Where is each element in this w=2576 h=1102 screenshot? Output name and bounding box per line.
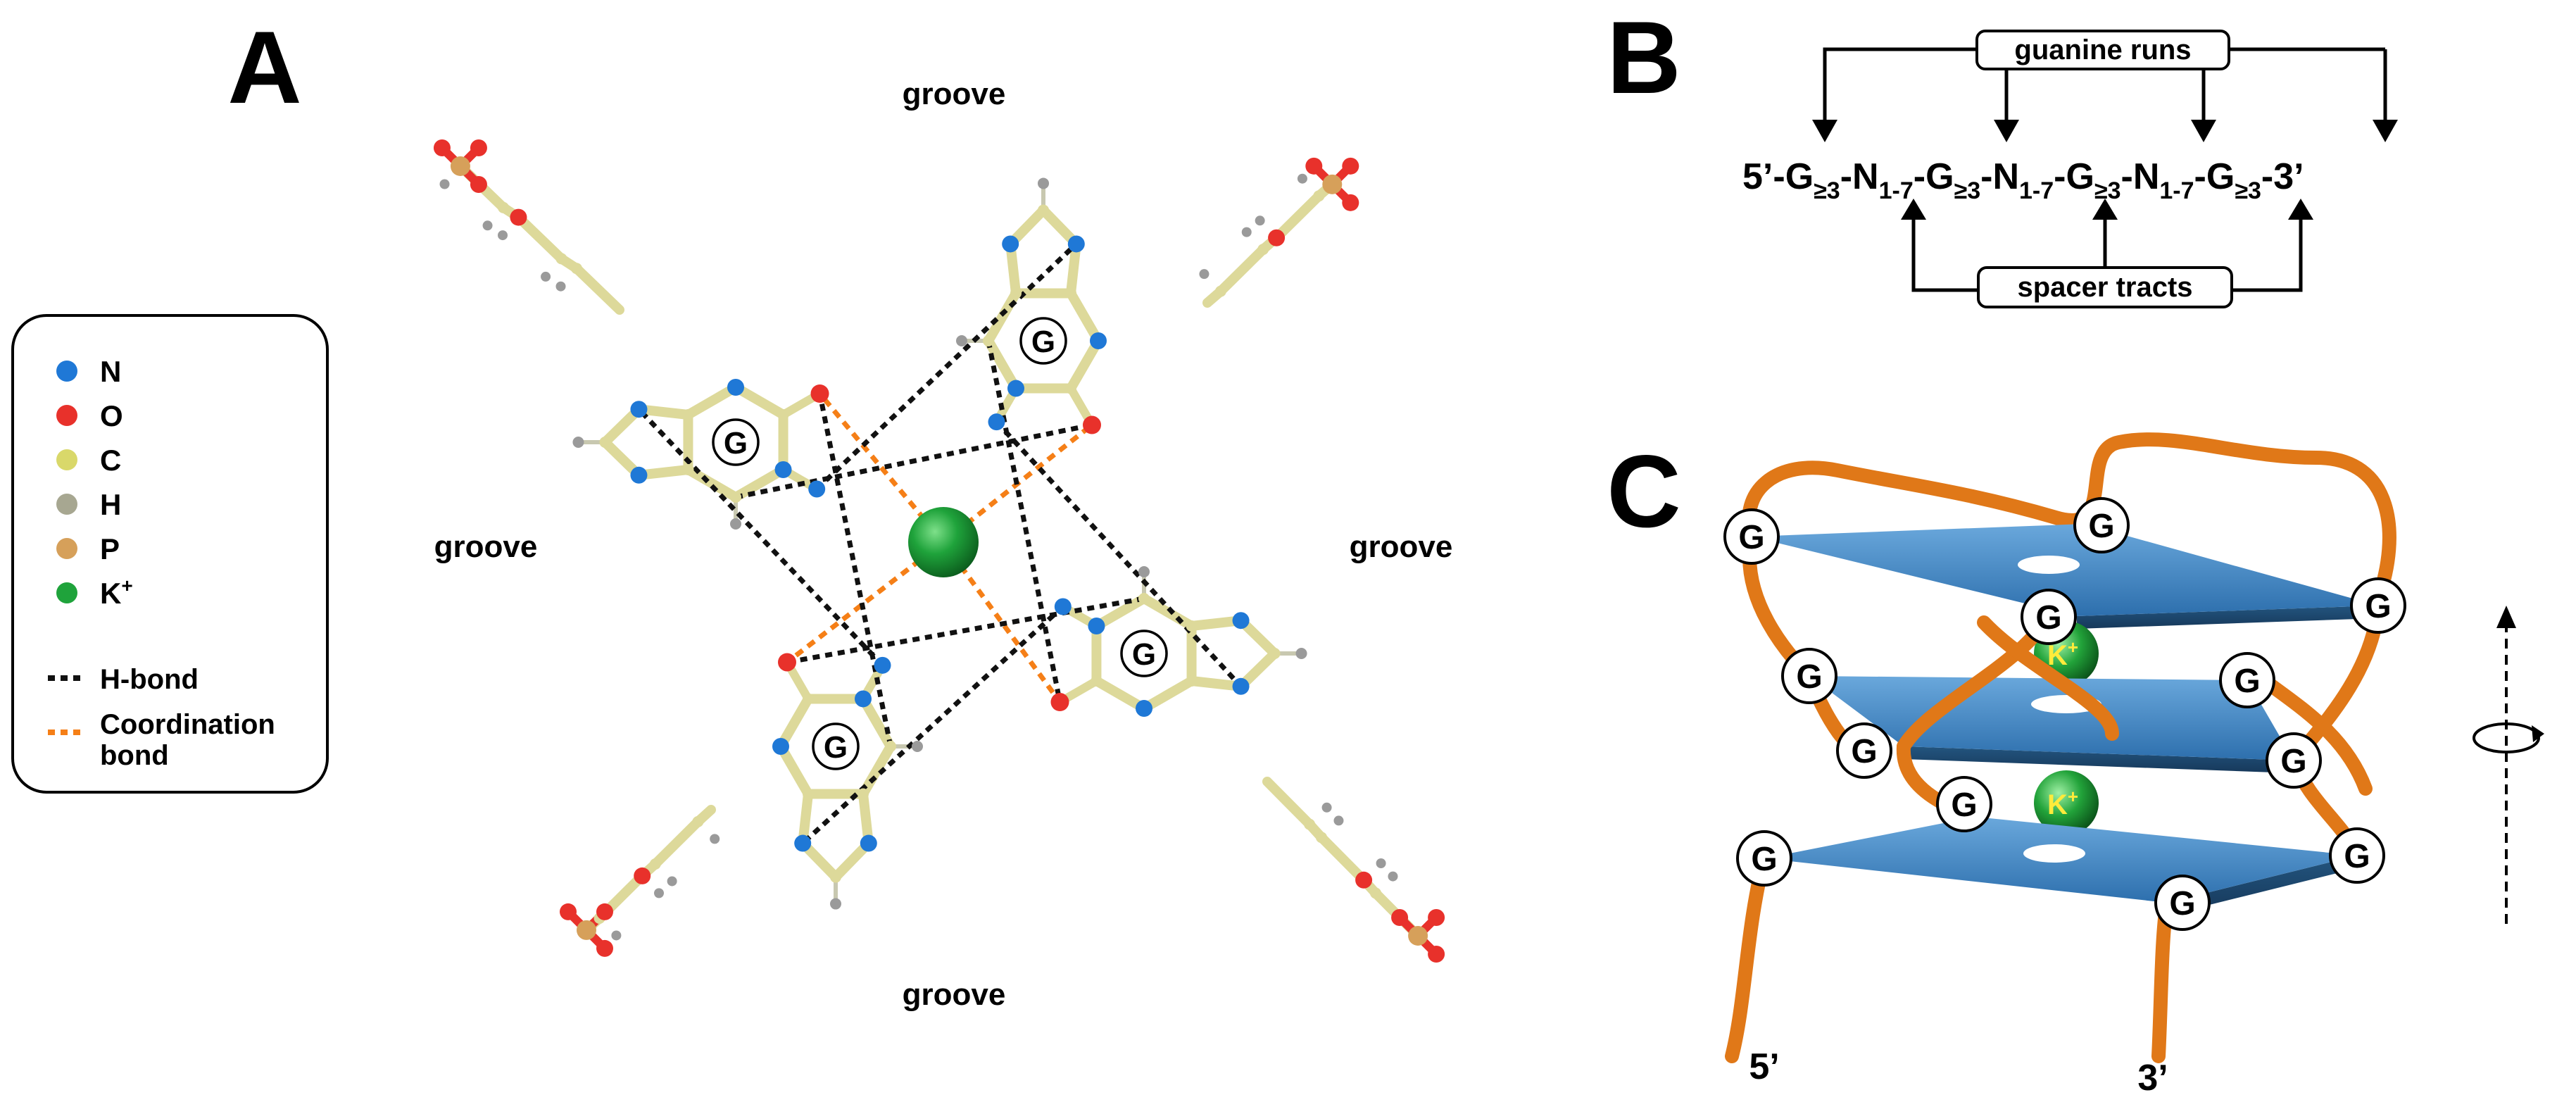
legend-swatch-c	[56, 449, 77, 470]
spacer-tracts-box	[1977, 266, 2233, 308]
svg-text:G: G	[724, 426, 748, 461]
guanine-runs-label: guanine runs	[2014, 35, 2191, 65]
rotation-axis-icon	[2473, 606, 2544, 924]
legend-coordination-label-line2: bond	[100, 740, 169, 771]
legend-hbond-label: H-bond	[100, 664, 199, 695]
legend-label-o: O	[100, 399, 123, 432]
legend-swatch-p	[56, 538, 77, 559]
svg-text:G: G	[2280, 743, 2306, 780]
svg-text:K+: K+	[2047, 786, 2078, 820]
panel-c-guanine-4: G	[2350, 577, 2406, 634]
g-tetrad-bottom	[1764, 817, 2357, 915]
groove-label-right: groove	[1350, 530, 1453, 564]
groove-label-bottom: groove	[903, 977, 1006, 1012]
g-tetrad-middle	[1809, 676, 2294, 773]
panel-c-guanine-12: G	[2154, 875, 2211, 931]
panel-c-guanine-5: G	[1781, 648, 1837, 704]
guanine-runs-callout	[1812, 47, 2398, 142]
guanine-base-1-label: G	[712, 418, 760, 466]
guanine-base-4-label: G	[1120, 630, 1168, 677]
svg-text:G: G	[2234, 663, 2260, 700]
legend-label-n: N	[100, 355, 121, 388]
guanine-base-3-label: G	[812, 722, 860, 770]
panel-c-guanine-10: G	[1736, 830, 1792, 887]
spacer-tracts-callout	[1901, 199, 2313, 292]
potassium-ion	[908, 507, 979, 577]
legend-label-p: P	[100, 532, 120, 565]
g-quadruplex-consensus-sequence: 5’-G≥3-N1-7-G≥3-N1-7-G≥3-N1-7-G≥3-3’	[1742, 156, 2304, 204]
svg-text:G: G	[1031, 325, 1055, 359]
strand-5-prime-label: 5’	[1749, 1046, 1779, 1087]
legend-label-c: C	[100, 444, 121, 477]
svg-text:G: G	[1796, 658, 1822, 696]
groove-label-top: groove	[903, 77, 1006, 111]
guanine-runs-box	[1975, 30, 2230, 70]
g-tetrad-top	[1752, 524, 2378, 629]
svg-text:G: G	[2344, 838, 2370, 875]
groove-label-left: groove	[434, 530, 538, 564]
panel-c-guanine-3: G	[2021, 589, 2077, 645]
svg-text:G: G	[1951, 787, 1977, 824]
panel-b-label: B	[1607, 0, 1680, 115]
svg-text:G: G	[2169, 885, 2195, 922]
legend-label-h: H	[100, 488, 121, 521]
svg-text:G: G	[2088, 508, 2114, 545]
panel-c-guanine-1: G	[1723, 508, 1780, 565]
svg-text:K+: K+	[2047, 637, 2078, 671]
legend-swatch-o	[56, 405, 77, 426]
svg-text:G: G	[2365, 588, 2391, 625]
panel-c-label: C	[1607, 434, 1680, 549]
panel-c-guanine-2: G	[2073, 497, 2130, 553]
guanine-base-2-label: G	[1019, 317, 1067, 365]
legend-swatch-n	[56, 361, 77, 382]
legend-frame	[11, 314, 329, 794]
svg-text:G: G	[1132, 637, 1156, 672]
panel-c-guanine-7: G	[1836, 722, 1892, 779]
svg-text:G: G	[1851, 733, 1877, 770]
legend-coordination-label-line1: Coordination	[100, 709, 275, 740]
panel-c-guanine-6: G	[2219, 652, 2275, 708]
svg-text:G: G	[824, 730, 848, 765]
strand-3-prime-label: 3’	[2137, 1058, 2168, 1098]
molecular-atoms	[433, 139, 1445, 963]
k-ion-lower: K+	[2034, 770, 2099, 835]
panel-c-guanine-8: G	[2266, 732, 2322, 789]
panel-c-guanine-11: G	[2329, 827, 2385, 884]
panel-c-guanine-9: G	[1936, 776, 1992, 832]
svg-text:G: G	[1751, 841, 1777, 878]
panel-a-label: A	[227, 10, 301, 125]
spacer-tracts-label: spacer tracts	[2017, 272, 2192, 303]
svg-text:G: G	[2035, 599, 2061, 637]
legend-swatch-k	[56, 582, 77, 603]
legend-swatch-h	[56, 494, 77, 515]
svg-text:G: G	[1738, 519, 1764, 556]
